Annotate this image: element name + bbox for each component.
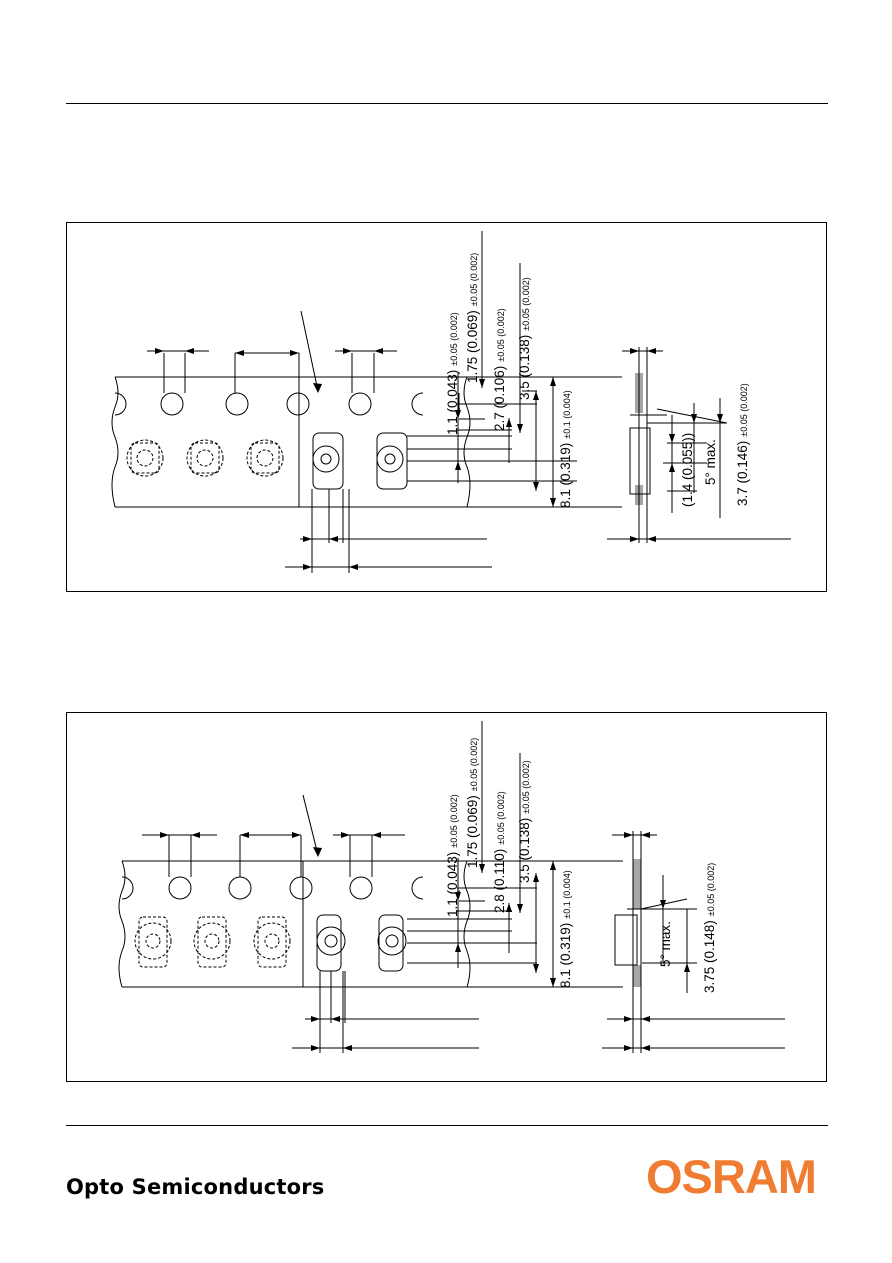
dim-label: 3.5 (0.138)±0.05 (0.002)	[517, 760, 532, 883]
sprocket-hole	[168, 876, 192, 900]
sprocket-hole	[228, 876, 252, 900]
dim-label: 2.7 (0.106)±0.05 (0.002)	[492, 308, 507, 431]
dim-label: 1.1 (0.043)±0.05 (0.002)	[445, 312, 460, 435]
sprocket-hole	[225, 392, 249, 416]
dim-label: 2.8 (0.110)±0.05 (0.002)	[492, 791, 507, 913]
dimension-labels-1: 1.1 (0.043)±0.05 (0.002) 1.75 (0.069)±0.…	[445, 253, 750, 508]
dim-label: 1.75 (0.069)±0.05 (0.002)	[465, 253, 480, 383]
side-dim-label: 5° max.	[658, 921, 673, 967]
sprocket-hole	[286, 392, 310, 416]
footer-rule	[66, 1125, 828, 1126]
dim-label: 1.1 (0.043)±0.05 (0.002)	[445, 794, 460, 917]
side-dim-label: 5° max.	[703, 439, 718, 485]
header-rule	[66, 103, 828, 104]
side-dim-label: 3.7 (0.146)±0.05 (0.002)	[735, 383, 750, 506]
sprocket-hole	[348, 392, 372, 416]
dim-label: 3.5 (0.138)±0.05 (0.002)	[517, 277, 532, 400]
dim-label: 1.75 (0.069)±0.05 (0.002)	[465, 738, 480, 868]
sprocket-hole	[349, 876, 373, 900]
tape-drawing-1: 1.1 (0.043)±0.05 (0.002) 1.75 (0.069)±0.…	[66, 222, 827, 592]
company-name: Opto Semiconductors	[66, 1175, 325, 1199]
dim-label: 8.1 (0.319)±0.1 (0.004)	[558, 390, 573, 508]
side-dim-label: 3.75 (0.148)±0.05 (0.002)	[702, 863, 717, 993]
sprocket-hole	[160, 392, 184, 416]
dimension-labels-2: 1.1 (0.043)±0.05 (0.002) 1.75 (0.069)±0.…	[445, 738, 717, 993]
side-dim-label: (1.4 (0.055))	[680, 433, 695, 507]
osram-logo: OSRAM	[646, 1150, 817, 1203]
dim-label: 8.1 (0.319)±0.1 (0.004)	[558, 870, 573, 988]
tape-drawing-2-svg: 1.1 (0.043)±0.05 (0.002) 1.75 (0.069)±0.…	[118, 721, 785, 1053]
tape-drawing-2: 1.1 (0.043)±0.05 (0.002) 1.75 (0.069)±0.…	[66, 712, 827, 1082]
tape-drawing-1-svg: 1.1 (0.043)±0.05 (0.002) 1.75 (0.069)±0.…	[111, 231, 791, 573]
sprocket-hole	[289, 876, 313, 900]
